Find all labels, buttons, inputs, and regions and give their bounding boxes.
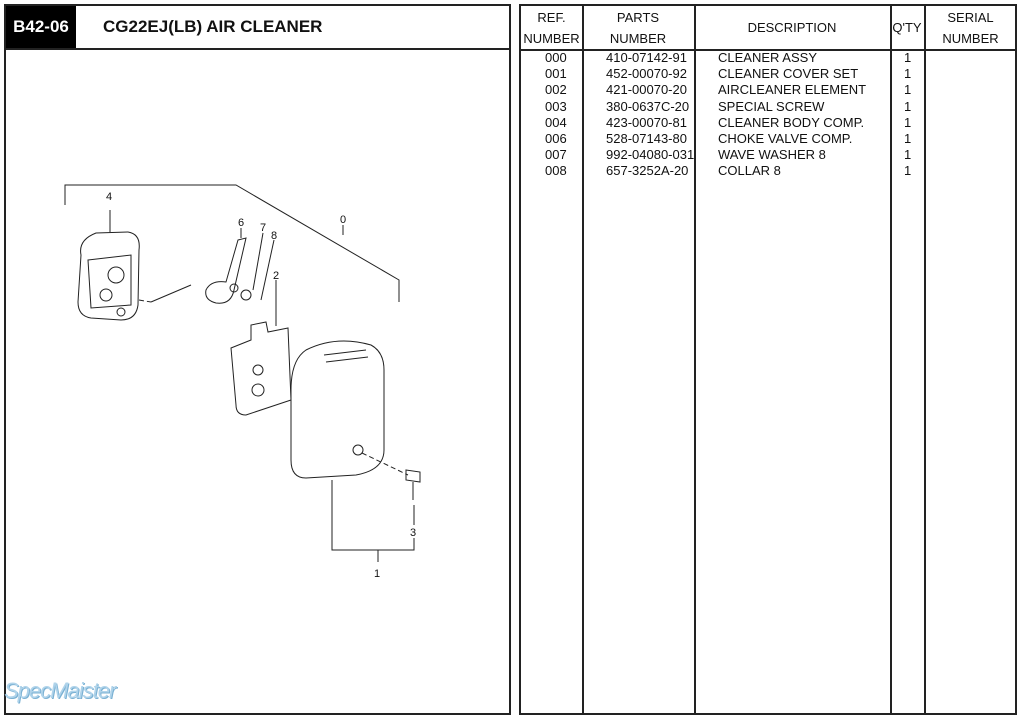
header-serial: SERIAL NUMBER bbox=[924, 6, 1017, 49]
ref-cell: 007 bbox=[545, 147, 567, 163]
callout-3: 3 bbox=[410, 527, 416, 539]
description-cell: CLEANER COVER SET bbox=[718, 66, 859, 82]
qty-cell: 1 bbox=[904, 163, 912, 179]
description-cell: CLEANER BODY COMP. bbox=[718, 114, 865, 130]
ref-cell: 001 bbox=[545, 66, 567, 82]
header-serial-line2: NUMBER bbox=[942, 30, 999, 46]
title-bar: B42-06 CG22EJ(LB) AIR CLEANER bbox=[6, 6, 509, 50]
qty-cell: 1 bbox=[904, 66, 912, 82]
part-number-cell: 380-0637C-20 bbox=[606, 98, 690, 114]
table-row: 001 452-00070-92 CLEANER COVER SET 1 bbox=[521, 66, 1017, 82]
callout-6: 6 bbox=[238, 217, 244, 229]
header-qty: Q'TY bbox=[892, 20, 922, 35]
description-cell: CLEANER ASSY bbox=[718, 50, 817, 65]
watermark-logo: SpecMaister bbox=[4, 678, 116, 703]
part-number-cell: 992-04080-031 bbox=[606, 147, 695, 163]
choke-valve-part bbox=[205, 228, 275, 304]
callout-7: 7 bbox=[260, 222, 266, 234]
description-cell: AIRCLEANER ELEMENT bbox=[718, 82, 867, 98]
callout-8: 8 bbox=[271, 230, 277, 242]
header-parts-line1: PARTS bbox=[616, 9, 660, 25]
header-ref-line2: NUMBER bbox=[523, 30, 580, 46]
header-serial-line1: SERIAL bbox=[947, 9, 994, 25]
section-code: B42-06 bbox=[6, 6, 76, 48]
ref-cell: 008 bbox=[545, 163, 567, 179]
part-number-cell: 657-3252A-20 bbox=[606, 163, 689, 179]
page-title: CG22EJ(LB) AIR CLEANER bbox=[103, 17, 323, 36]
part-number-cell: 452-00070-92 bbox=[606, 66, 687, 82]
callout-4: 4 bbox=[106, 191, 112, 203]
special-screw-part bbox=[405, 469, 421, 525]
assembly-bracket-0 bbox=[64, 184, 400, 302]
callout-2: 2 bbox=[273, 270, 279, 282]
exploded-parts-diagram: 4 0 6 7 8 2 3 1 bbox=[64, 184, 421, 580]
column-parts bbox=[582, 6, 696, 713]
column-description bbox=[694, 6, 892, 713]
header-parts: PARTS NUMBER bbox=[582, 6, 694, 49]
qty-cell: 1 bbox=[904, 147, 912, 163]
qty-cell: 1 bbox=[904, 98, 912, 114]
description-cell: SPECIAL SCREW bbox=[718, 98, 825, 114]
qty-cell: 1 bbox=[904, 114, 912, 130]
ref-cell: 006 bbox=[545, 131, 567, 146]
table-row: 004 423-00070-81 CLEANER BODY COMP. 1 bbox=[521, 115, 1017, 131]
header-ref-line1: REF. bbox=[537, 9, 566, 25]
table-header-rule bbox=[521, 6, 1015, 51]
column-qty bbox=[890, 6, 926, 713]
ref-cell: 004 bbox=[545, 114, 567, 130]
ref-cell: 000 bbox=[545, 50, 567, 65]
cleaner-cover-part bbox=[290, 340, 415, 562]
table-row: 003 380-0637C-20 SPECIAL SCREW 1 bbox=[521, 99, 1017, 115]
part-number-cell: 410-07142-91 bbox=[606, 50, 687, 65]
part-number-cell: 528-07143-80 bbox=[606, 131, 687, 146]
table-row: 006 528-07143-80 CHOKE VALVE COMP. 1 bbox=[521, 131, 1017, 147]
table-row: 008 657-3252A-20 COLLAR 8 1 bbox=[521, 163, 1017, 179]
header-parts-line2: NUMBER bbox=[609, 30, 667, 46]
qty-cell: 1 bbox=[904, 131, 912, 146]
qty-cell: 1 bbox=[904, 50, 912, 65]
header-ref: REF. NUMBER bbox=[521, 6, 582, 49]
part-number-cell: 421-00070-20 bbox=[606, 82, 687, 98]
table-row: 000 410-07142-91 CLEANER ASSY 1 bbox=[521, 50, 1017, 66]
column-ref bbox=[521, 6, 584, 713]
diagram-panel: B42-06 CG22EJ(LB) AIR CLEANER bbox=[4, 4, 511, 715]
description-cell: WAVE WASHER 8 bbox=[718, 147, 826, 163]
ref-cell: 003 bbox=[545, 98, 567, 114]
qty-cell: 1 bbox=[904, 82, 912, 98]
description-cell: COLLAR 8 bbox=[718, 163, 781, 179]
callout-0: 0 bbox=[340, 214, 346, 226]
header-description: DESCRIPTION bbox=[747, 20, 837, 35]
cleaner-body-part bbox=[77, 210, 192, 321]
air-cleaner-element-part bbox=[230, 280, 292, 416]
callout-1: 1 bbox=[374, 568, 380, 580]
ref-cell: 002 bbox=[545, 82, 567, 98]
table-row: 007 992-04080-031 WAVE WASHER 8 1 bbox=[521, 147, 1017, 163]
part-number-cell: 423-00070-81 bbox=[606, 114, 687, 130]
description-cell: CHOKE VALVE COMP. bbox=[718, 131, 853, 146]
table-row: 002 421-00070-20 AIRCLEANER ELEMENT 1 bbox=[521, 82, 1017, 98]
